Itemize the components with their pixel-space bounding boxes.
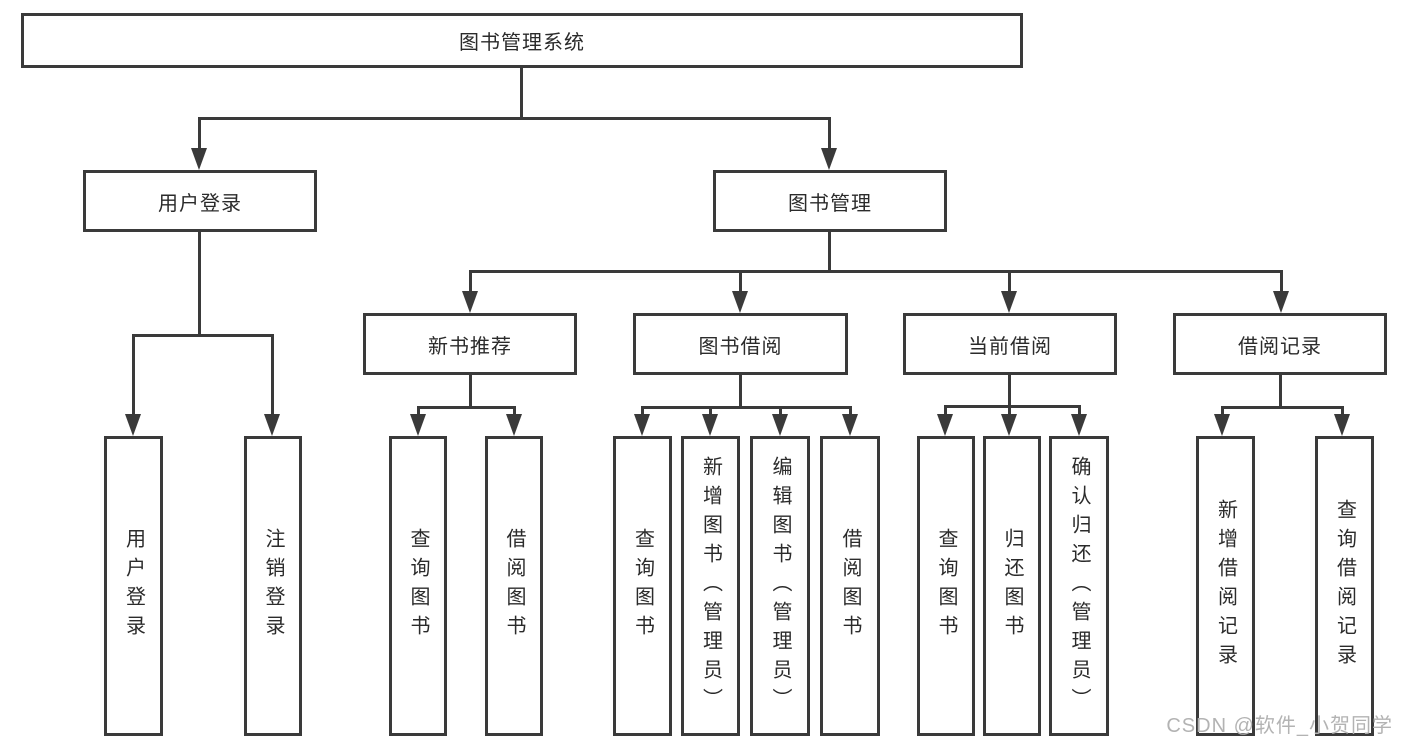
arrowhead-down-icon (1214, 414, 1230, 436)
connector-line (641, 407, 644, 416)
node-label: 用户登录 (158, 192, 242, 215)
connector-line (1008, 375, 1011, 408)
leaf-label: 查询借阅记录 (1333, 499, 1356, 673)
arrowhead-down-icon (1001, 414, 1017, 436)
connector-line (1280, 271, 1283, 293)
leaf-user-login: 用户登录 (104, 436, 163, 736)
connector-line (132, 335, 135, 416)
arrowhead-down-icon (732, 291, 748, 313)
leaf-label: 查询图书 (631, 528, 654, 644)
arrowhead-down-icon (264, 414, 280, 436)
connector-line (1279, 375, 1282, 409)
arrowhead-down-icon (462, 291, 478, 313)
connector-line (709, 407, 712, 416)
arrowhead-down-icon (1334, 414, 1350, 436)
leaf-label: 借阅图书 (503, 528, 525, 644)
leaf-br-query-record: 查询借阅记录 (1315, 436, 1374, 736)
leaf-nb-borrow-books: 借阅图书 (485, 436, 543, 736)
leaf-label: 查询图书 (935, 528, 957, 644)
arrowhead-down-icon (702, 414, 718, 436)
connector-line (1008, 271, 1011, 293)
connector-line (1078, 406, 1081, 416)
connector-line (828, 118, 831, 150)
arrowhead-down-icon (506, 414, 522, 436)
connector-line (271, 335, 274, 416)
node-book-mgmt-branch: 图书管理 (713, 170, 947, 232)
arrowhead-down-icon (937, 414, 953, 436)
leaf-label: 用户登录 (122, 528, 145, 644)
arrowhead-down-icon (1001, 291, 1017, 313)
arrowhead-down-icon (821, 148, 837, 170)
connector-line (1341, 407, 1344, 416)
connector-line (739, 271, 742, 293)
connector-line (417, 407, 420, 416)
connector-line (828, 232, 831, 272)
leaf-label: 借阅图书 (839, 528, 861, 644)
connector-line (1221, 406, 1344, 409)
node-new-book: 新书推荐 (363, 313, 577, 375)
node-user-login-branch: 用户登录 (83, 170, 317, 232)
leaf-label: 新增图书（管理员） (699, 455, 722, 717)
arrowhead-down-icon (1071, 414, 1087, 436)
arrowhead-down-icon (634, 414, 650, 436)
node-borrow-records: 借阅记录 (1173, 313, 1387, 375)
connector-line (417, 406, 516, 409)
connector-line (513, 407, 516, 416)
leaf-bb-add-books: 新增图书（管理员） (681, 436, 740, 736)
node-label: 新书推荐 (428, 335, 512, 358)
connector-line (520, 68, 523, 118)
node-current-borrow: 当前借阅 (903, 313, 1117, 375)
connector-line (1008, 406, 1011, 416)
connector-line (641, 406, 852, 409)
connector-line (469, 270, 1283, 273)
leaf-label: 确认归还（管理员） (1068, 455, 1090, 717)
connector-line (944, 405, 1081, 408)
connector-line (779, 407, 782, 416)
leaf-logout: 注销登录 (244, 436, 302, 736)
connector-line (198, 118, 201, 150)
connector-line (739, 375, 742, 409)
leaf-bb-query-books: 查询图书 (613, 436, 672, 736)
connector-line (849, 407, 852, 416)
connector-line (132, 334, 274, 337)
node-book-borrow: 图书借阅 (633, 313, 848, 375)
connector-line (469, 375, 472, 409)
leaf-nb-query-books: 查询图书 (389, 436, 447, 736)
node-label: 借阅记录 (1238, 335, 1322, 358)
leaf-label: 归还图书 (1001, 528, 1023, 644)
leaf-label: 查询图书 (407, 528, 429, 644)
leaf-label: 新增借阅记录 (1214, 499, 1237, 673)
arrowhead-down-icon (1273, 291, 1289, 313)
leaf-label: 注销登录 (262, 528, 284, 644)
node-label: 当前借阅 (968, 335, 1052, 358)
arrowhead-down-icon (125, 414, 141, 436)
connector-line (198, 117, 831, 120)
node-root: 图书管理系统 (21, 13, 1023, 68)
arrowhead-down-icon (191, 148, 207, 170)
leaf-br-add-record: 新增借阅记录 (1196, 436, 1255, 736)
arrowhead-down-icon (842, 414, 858, 436)
connector-line (469, 271, 472, 293)
leaf-cb-query-books: 查询图书 (917, 436, 975, 736)
csdn-watermark: CSDN @软件_小贺同学 (1166, 715, 1393, 737)
node-label: 图书管理 (788, 192, 872, 215)
node-label: 图书借阅 (698, 335, 783, 358)
node-root-label: 图书管理系统 (459, 32, 585, 54)
arrowhead-down-icon (772, 414, 788, 436)
leaf-cb-confirm-return: 确认归还（管理员） (1049, 436, 1109, 736)
connector-line (1221, 407, 1224, 416)
leaf-label: 编辑图书（管理员） (769, 455, 791, 717)
connector-line (944, 406, 947, 416)
connector-line (198, 232, 201, 336)
arrowhead-down-icon (410, 414, 426, 436)
leaf-bb-edit-books: 编辑图书（管理员） (750, 436, 810, 736)
leaf-cb-return-books: 归还图书 (983, 436, 1041, 736)
leaf-bb-borrow-books: 借阅图书 (820, 436, 880, 736)
